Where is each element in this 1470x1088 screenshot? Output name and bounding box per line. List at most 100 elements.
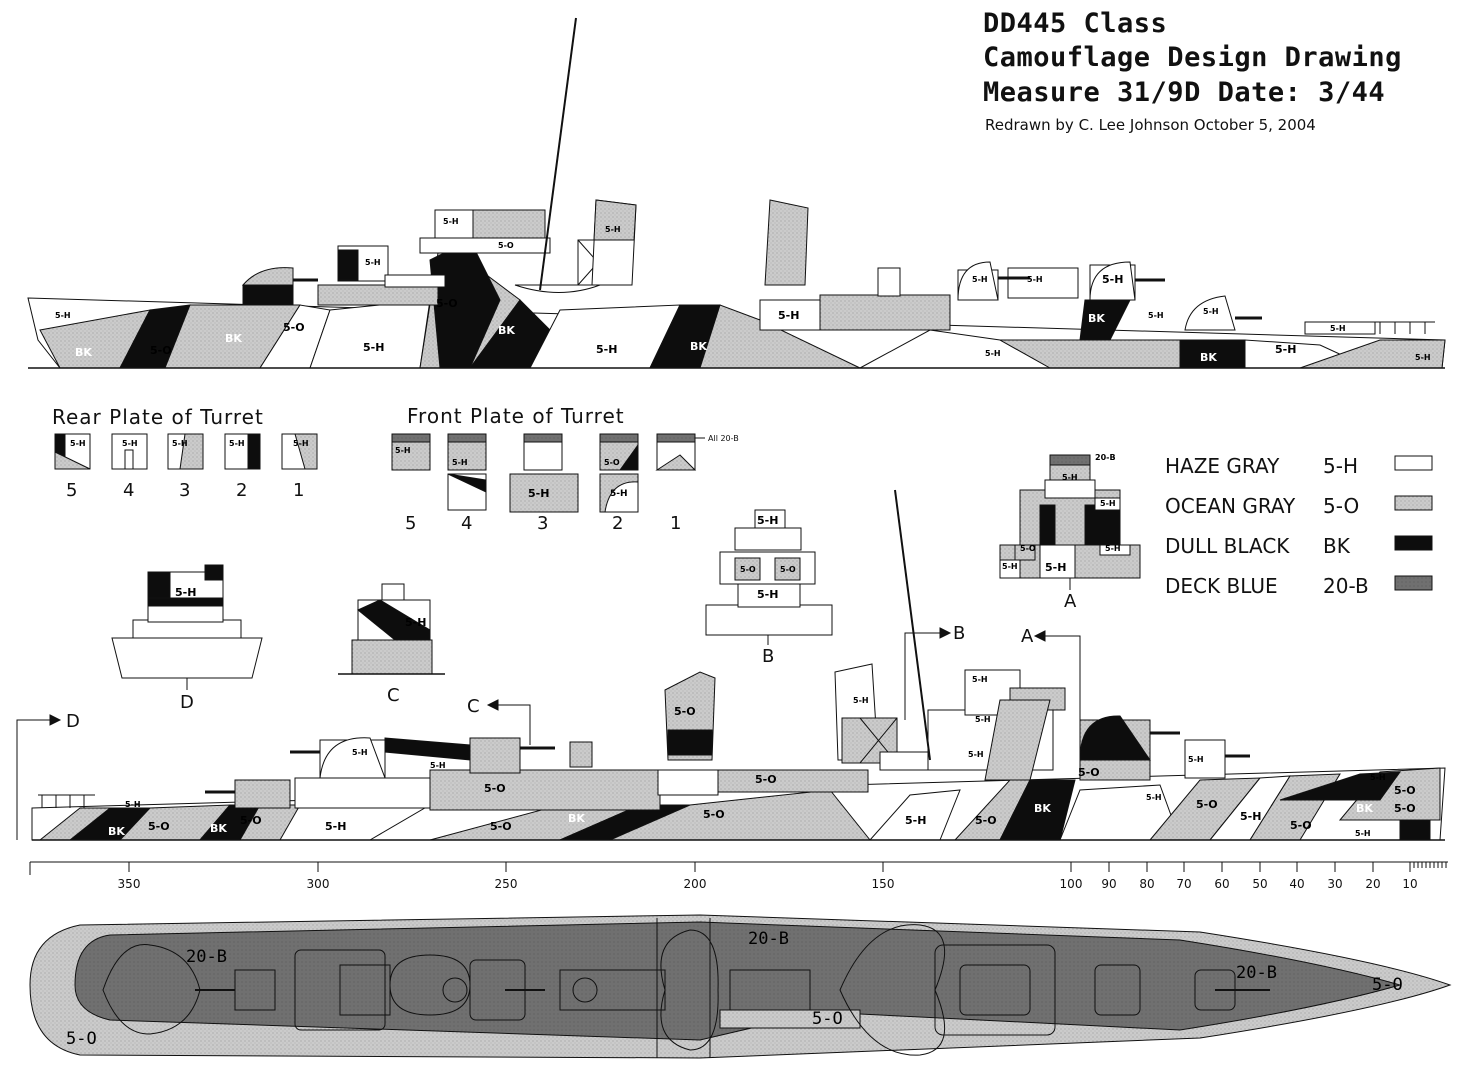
svg-text:5-H: 5-H [229, 439, 245, 448]
svg-text:100: 100 [1060, 877, 1083, 891]
svg-text:BK: BK [210, 822, 227, 835]
svg-text:5-H: 5-H [405, 616, 426, 629]
svg-text:5-O: 5-O [975, 814, 997, 827]
svg-text:BK: BK [1200, 351, 1217, 364]
svg-text:70: 70 [1176, 877, 1191, 891]
svg-text:5-O: 5-O [740, 565, 756, 574]
svg-text:5-H: 5-H [172, 439, 188, 448]
svg-text:5-H: 5-H [1045, 561, 1066, 574]
legend-name-dull-black: DULL BLACK [1165, 534, 1290, 558]
legend-code-ocean-gray: 5-O [1323, 494, 1360, 518]
svg-text:5-O: 5-O [150, 344, 172, 357]
svg-text:5-H: 5-H [528, 487, 549, 500]
section-view-c [338, 583, 445, 675]
svg-text:All 20-B: All 20-B [708, 434, 739, 443]
callout-d-arrow: D [66, 711, 80, 732]
svg-text:5-O: 5-O [1196, 798, 1218, 811]
svg-text:BK: BK [108, 825, 125, 838]
svg-text:5-H: 5-H [1275, 343, 1296, 356]
svg-text:BK: BK [75, 346, 92, 359]
svg-text:BK: BK [690, 340, 707, 353]
svg-text:5-H: 5-H [1203, 307, 1219, 316]
svg-text:20: 20 [1365, 877, 1380, 891]
svg-text:5-O: 5-O [490, 820, 512, 833]
svg-text:5-H: 5-H [1002, 562, 1018, 571]
svg-text:300: 300 [307, 877, 330, 891]
svg-text:5-H: 5-H [596, 343, 617, 356]
svg-text:5-O: 5-O [1290, 819, 1312, 832]
svg-text:5-H: 5-H [1148, 311, 1164, 320]
rear-turret-plates [54, 433, 318, 470]
svg-text:5-H: 5-H [1062, 473, 1078, 482]
svg-text:350: 350 [118, 877, 141, 891]
svg-text:20-B: 20-B [1095, 453, 1116, 462]
svg-text:5-H: 5-H [1330, 324, 1346, 333]
svg-text:BK: BK [673, 777, 690, 790]
front-plate-number: 5 [405, 513, 417, 534]
svg-text:5-O: 5-O [1394, 802, 1416, 815]
svg-text:40: 40 [1289, 877, 1304, 891]
svg-text:5-H: 5-H [1370, 773, 1386, 782]
svg-text:5-H: 5-H [122, 439, 138, 448]
callout-a-arrow: A [1021, 626, 1034, 647]
svg-text:20-B: 20-B [748, 929, 789, 949]
legend-name-haze-gray: HAZE GRAY [1165, 454, 1280, 478]
svg-text:200: 200 [684, 877, 707, 891]
section-view-a [999, 454, 1141, 590]
svg-text:5-H: 5-H [1105, 544, 1121, 553]
front-plate-number: 4 [461, 513, 473, 534]
svg-text:90: 90 [1101, 877, 1116, 891]
credit-line: Redrawn by C. Lee Johnson October 5, 200… [985, 116, 1316, 134]
svg-text:5-O: 5-O [436, 297, 458, 310]
svg-text:5-H: 5-H [905, 814, 926, 827]
svg-text:5-O: 5-O [674, 705, 696, 718]
svg-text:5-O: 5-O [283, 321, 305, 334]
legend-code-dull-black: BK [1323, 534, 1350, 558]
svg-text:5-H: 5-H [778, 309, 799, 322]
callout-c-arrow: C [467, 696, 480, 717]
svg-text:5-H: 5-H [610, 489, 628, 499]
svg-text:BK: BK [498, 324, 515, 337]
svg-text:5-H: 5-H [972, 675, 988, 684]
swatch-ocean-gray [1394, 495, 1433, 511]
callout-c: C [387, 685, 400, 706]
rear-plate-number: 5 [66, 480, 78, 501]
legend-name-deck-blue: DECK BLUE [1165, 574, 1278, 598]
swatch-haze-gray [1394, 455, 1433, 471]
svg-text:5-H: 5-H [1100, 499, 1116, 508]
svg-text:5-H: 5-H [430, 761, 446, 770]
svg-text:5-H: 5-H [70, 439, 86, 448]
svg-text:5-O: 5-O [755, 773, 777, 786]
title-line-1: DD445 Class [983, 8, 1168, 39]
svg-text:50: 50 [1252, 877, 1267, 891]
title-line-2: Camouflage Design Drawing [983, 42, 1402, 73]
swatch-deck-blue [1394, 575, 1433, 591]
svg-text:10: 10 [1402, 877, 1417, 891]
svg-text:5-O: 5-O [66, 1029, 97, 1049]
svg-text:5-H: 5-H [452, 458, 468, 467]
svg-text:5-H: 5-H [757, 588, 778, 601]
svg-text:5-H: 5-H [1355, 829, 1371, 838]
svg-text:5-H: 5-H [443, 217, 459, 226]
lower-ship-profile [16, 489, 1446, 841]
svg-text:5-H: 5-H [175, 586, 196, 599]
annotations: All 20-B A A B B C C D D [66, 434, 1077, 732]
svg-text:5-O: 5-O [1394, 784, 1416, 797]
svg-text:5-H: 5-H [757, 514, 778, 527]
rear-plate-number: 4 [123, 480, 135, 501]
rear-plate-number: 2 [236, 480, 248, 501]
svg-text:5-O: 5-O [1078, 766, 1100, 779]
svg-text:5-O: 5-O [1372, 975, 1403, 995]
svg-text:5-O: 5-O [1020, 544, 1036, 553]
svg-text:5-O: 5-O [812, 1009, 843, 1029]
svg-text:5-H: 5-H [325, 820, 346, 833]
svg-text:5-H: 5-H [968, 750, 984, 759]
svg-text:5-O: 5-O [148, 820, 170, 833]
svg-text:5-H: 5-H [1027, 275, 1043, 284]
front-plate-number: 3 [537, 513, 549, 534]
callout-b: B [762, 646, 774, 667]
callout-d: D [180, 692, 194, 713]
svg-text:150: 150 [872, 877, 895, 891]
svg-text:5-H: 5-H [293, 439, 309, 448]
svg-text:5-H: 5-H [985, 349, 1001, 358]
